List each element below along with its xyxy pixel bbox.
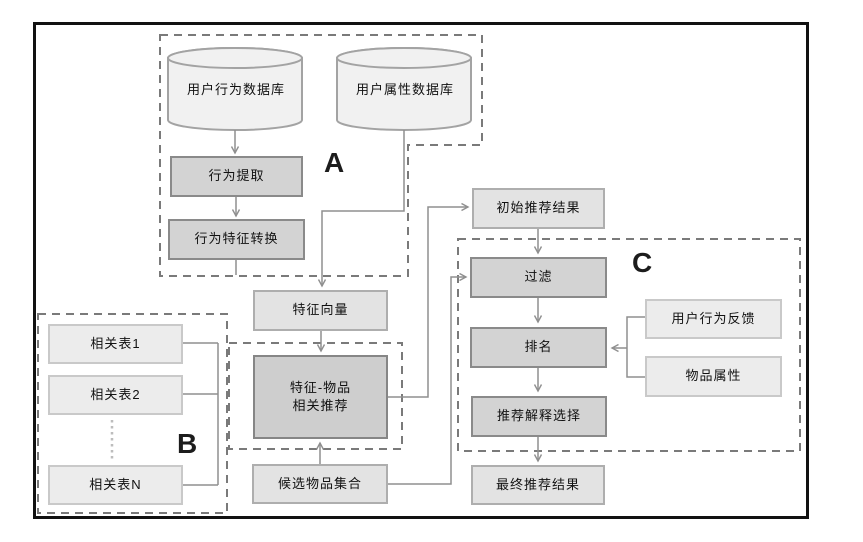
- node-feature-item-recommendation: 特征-物品 相关推荐: [253, 355, 388, 439]
- node-explanation-selection: 推荐解释选择: [471, 396, 607, 437]
- cylinder-top: [167, 47, 303, 69]
- node-feature-vector: 特征向量: [253, 290, 388, 331]
- connector-candidates-to-filtering: [388, 272, 468, 485]
- connector-recommender-to-initialresult: [388, 202, 470, 398]
- node-feature-item-recommendation-line2: 相关推荐: [292, 398, 349, 413]
- node-ranking: 排名: [470, 327, 607, 368]
- group-label-c: C: [632, 247, 653, 278]
- node-user-attribute-database: 用户属性数据库: [355, 81, 454, 97]
- node-user-behavior-feedback: 用户行为反馈: [645, 299, 782, 339]
- connector-attributedb-to-featurevector: [317, 130, 405, 288]
- group-label-b: B: [177, 428, 198, 459]
- group-label-a: A: [324, 147, 345, 178]
- core-recommender-border: [228, 342, 403, 450]
- user-attribute-database-cylinder: [336, 47, 472, 131]
- cylinder-top: [336, 47, 472, 69]
- node-related-table-2: 相关表2: [48, 375, 183, 415]
- node-user-behavior-database: 用户行为数据库: [186, 81, 285, 97]
- group-b-border: [37, 313, 228, 514]
- node-item-attribute: 物品属性: [645, 356, 782, 397]
- node-initial-recommendation-result: 初始推荐结果: [472, 188, 605, 229]
- node-feature-item-recommendation-line1: 特征-物品: [289, 379, 352, 395]
- group-a-border: [159, 34, 483, 277]
- node-candidate-item-set: 候选物品集合: [252, 464, 388, 504]
- node-behavior-feature-conversion: 行为特征转换: [168, 219, 305, 260]
- group-c-border: [457, 238, 801, 452]
- node-related-table-n: 相关表N: [48, 465, 183, 505]
- node-related-table-1: 相关表1: [48, 324, 183, 364]
- user-behavior-database-cylinder: [167, 47, 303, 131]
- node-filtering: 过滤: [470, 257, 607, 298]
- connector-feedback-attrs-bracket: [626, 316, 645, 378]
- node-behavior-extraction: 行为提取: [170, 156, 303, 197]
- node-final-recommendation-result: 最终推荐结果: [471, 465, 605, 505]
